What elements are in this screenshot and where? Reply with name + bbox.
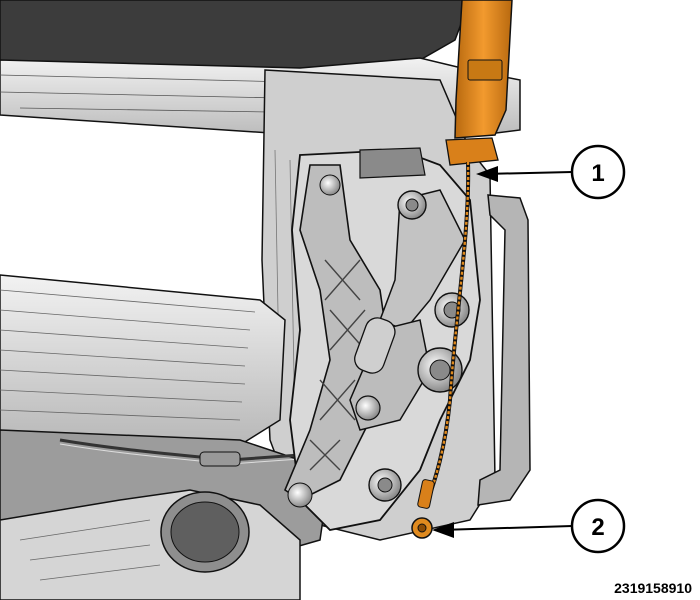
figure-id: 2319158910 [614,580,692,596]
callout-1-label: 1 [591,160,604,187]
side-trim [477,194,531,506]
release-strap [445,0,513,166]
wire-harness [59,438,301,467]
release-cable [417,161,471,509]
frame-tube [0,489,301,600]
callout-2-label: 2 [591,514,604,541]
callout-1: 1 [476,144,626,200]
cable-end-fitting [411,517,433,539]
callout-2: 2 [432,498,626,554]
